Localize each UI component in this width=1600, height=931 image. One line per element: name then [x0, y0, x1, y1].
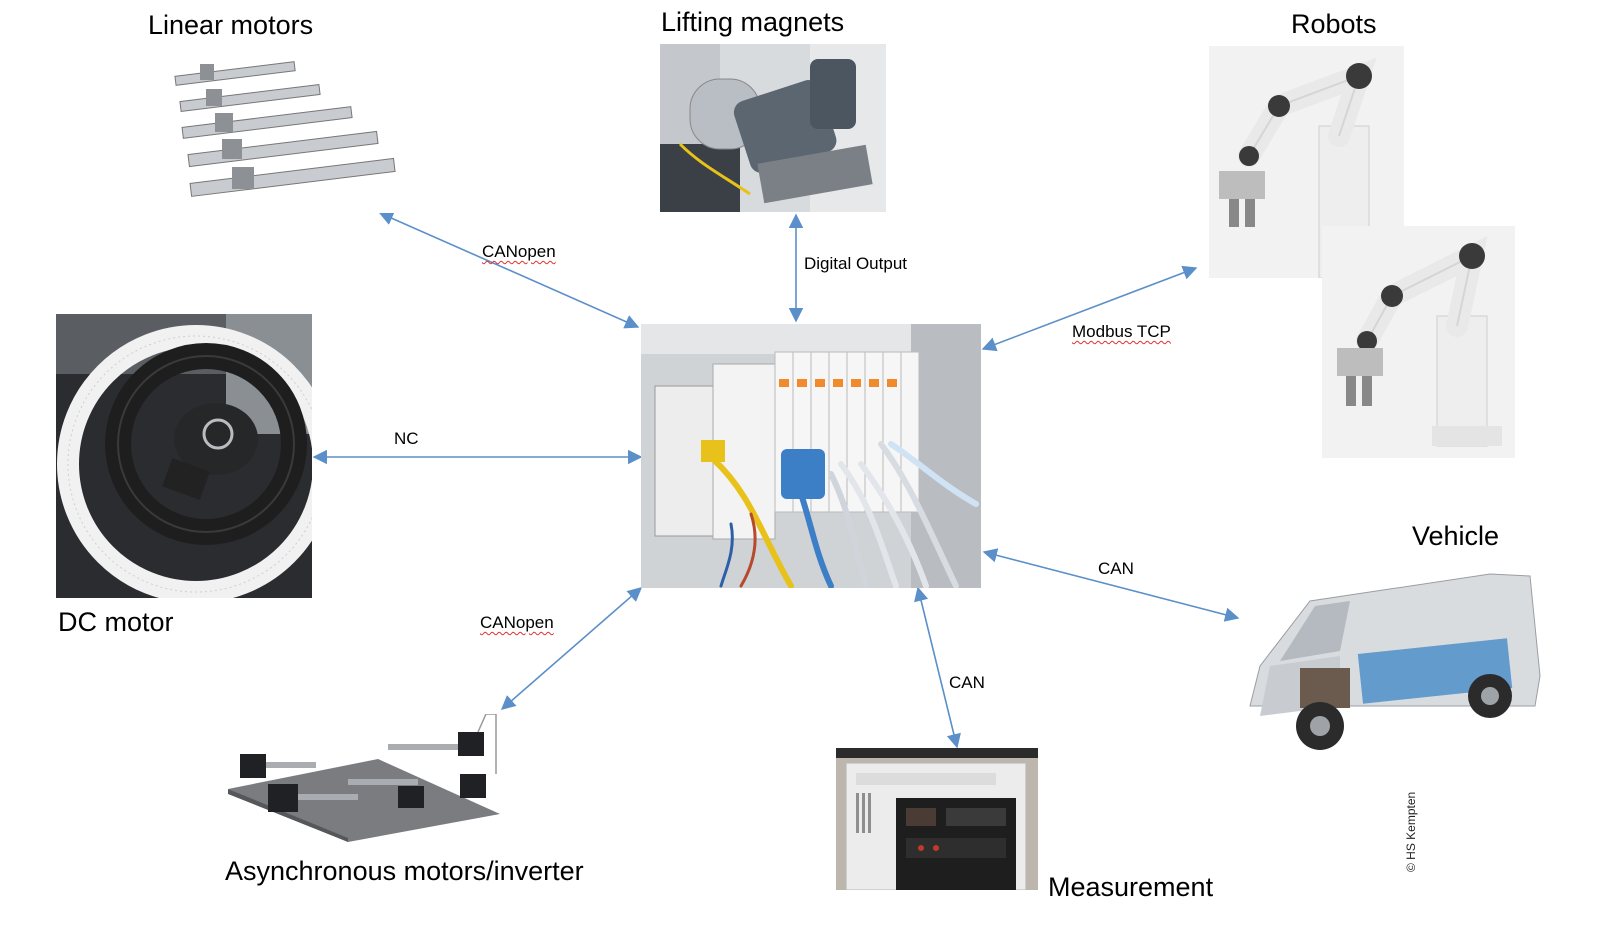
arrow-linear-motors — [378, 211, 640, 329]
arrow-vehicle — [982, 548, 1240, 622]
linear-motors-title: Linear motors — [148, 10, 314, 40]
edge-label-lifting-magnets: Digital Output — [804, 254, 907, 273]
async-motors-image — [228, 714, 504, 842]
vehicle-image — [1240, 556, 1552, 766]
vehicle-title: Vehicle — [1412, 521, 1500, 551]
measurement-title: Measurement — [1048, 872, 1214, 902]
arrow-robots — [981, 265, 1198, 352]
edge-label-dc-motor: NC — [394, 429, 419, 448]
edge-label-robots: Modbus TCP — [1072, 322, 1171, 341]
measurement-image — [836, 748, 1038, 890]
arrow-async-motors — [500, 587, 643, 710]
edge-label-vehicle: CAN — [1098, 559, 1134, 578]
lifting-magnets-image — [660, 44, 886, 212]
robot-image-2 — [1322, 226, 1515, 458]
arrow-measurement — [914, 586, 961, 749]
linear-motors-image — [160, 55, 400, 213]
async-motors-title: Asynchronous motors/inverter — [225, 856, 584, 886]
edge-label-async-motors: CANopen — [480, 613, 554, 632]
edge-label-linear-motors: CANopen — [482, 242, 556, 261]
dc-motor-image — [56, 314, 312, 598]
robots-title: Robots — [1291, 9, 1377, 39]
copyright-note: © HS Kempten — [1404, 791, 1418, 872]
dc-motor-title: DC motor — [58, 607, 174, 637]
lifting-magnets-title: Lifting magnets — [661, 7, 845, 37]
edge-label-measurement: CAN — [949, 673, 985, 692]
controller-image — [641, 324, 981, 588]
